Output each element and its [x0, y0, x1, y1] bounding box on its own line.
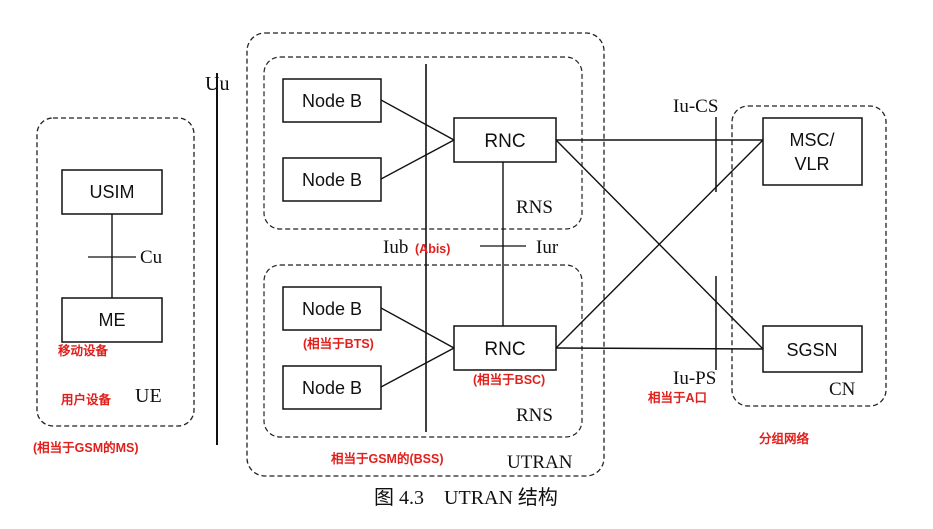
annotation-packet-network: 分组网络	[759, 431, 810, 446]
annotation-abis: (Abis)	[415, 242, 450, 256]
annotation-equiv-bsc: (相当于BSC)	[473, 372, 545, 387]
iub-label: Iub	[383, 237, 408, 258]
msc-vlr-label-line2: VLR	[794, 154, 829, 174]
sgsn-label: SGSN	[786, 340, 837, 360]
node-b-box-2	[282, 157, 382, 202]
node-b-box-4	[282, 365, 382, 410]
node-b-label-1: Node B	[302, 91, 362, 111]
cn-region	[731, 105, 887, 407]
node-b-label-4: Node B	[302, 378, 362, 398]
rns-bottom-region	[263, 264, 583, 438]
figure-caption: 图 4.3 UTRAN 结构	[374, 486, 558, 509]
iu-ps-label: Iu-PS	[673, 368, 716, 389]
rns-label-top: RNS	[516, 197, 553, 218]
rnc-box-top	[453, 117, 557, 163]
me-box	[61, 297, 163, 343]
cu-label: Cu	[140, 247, 163, 268]
ue-label: UE	[135, 385, 162, 407]
rnc-label-bottom: RNC	[484, 339, 525, 360]
nodeb2-rnc-link	[380, 139, 455, 180]
node-b-box-1	[282, 78, 382, 123]
node-b-label-2: Node B	[302, 170, 362, 190]
iu-cs-label: Iu-CS	[673, 96, 718, 117]
uu-label: Uu	[205, 73, 229, 95]
node-b-label-3: Node B	[302, 299, 362, 319]
annotation-equiv-gsm-bss: 相当于GSM的(BSS)	[331, 451, 444, 466]
msc-vlr-label-line1: MSC/	[790, 130, 835, 150]
rnc-box-bottom	[453, 325, 557, 371]
nodeb4-rnc-link	[380, 347, 455, 388]
msc-vlr-box	[762, 117, 863, 186]
utran-label: UTRAN	[507, 452, 573, 473]
cn-label: CN	[829, 379, 856, 400]
utran-region	[246, 32, 605, 477]
iur-label: Iur	[536, 237, 559, 258]
node-b-box-3	[282, 286, 382, 331]
nodeb3-rnc-link	[380, 307, 455, 349]
usim-box	[61, 169, 163, 215]
ue-region	[36, 117, 195, 427]
rnc-bottom-msc-link	[555, 139, 764, 349]
annotation-equiv-gsm-ms: (相当于GSM的MS)	[33, 440, 139, 455]
rns-label-bottom: RNS	[516, 405, 553, 426]
annotation-equiv-a-interface: 相当于A口	[648, 390, 707, 405]
nodeb1-rnc-link	[380, 99, 455, 141]
sgsn-box	[762, 325, 863, 373]
rnc-label-top: RNC	[484, 131, 525, 152]
me-label: ME	[99, 310, 126, 330]
rnc-bottom-sgsn-link	[555, 347, 764, 350]
usim-label: USIM	[90, 182, 135, 202]
rns-top-region	[263, 56, 583, 230]
annotation-equiv-bts: (相当于BTS)	[303, 336, 374, 351]
annotation-mobile-equipment: 移动设备	[58, 343, 109, 358]
annotation-user-equipment: 用户设备	[60, 392, 112, 407]
